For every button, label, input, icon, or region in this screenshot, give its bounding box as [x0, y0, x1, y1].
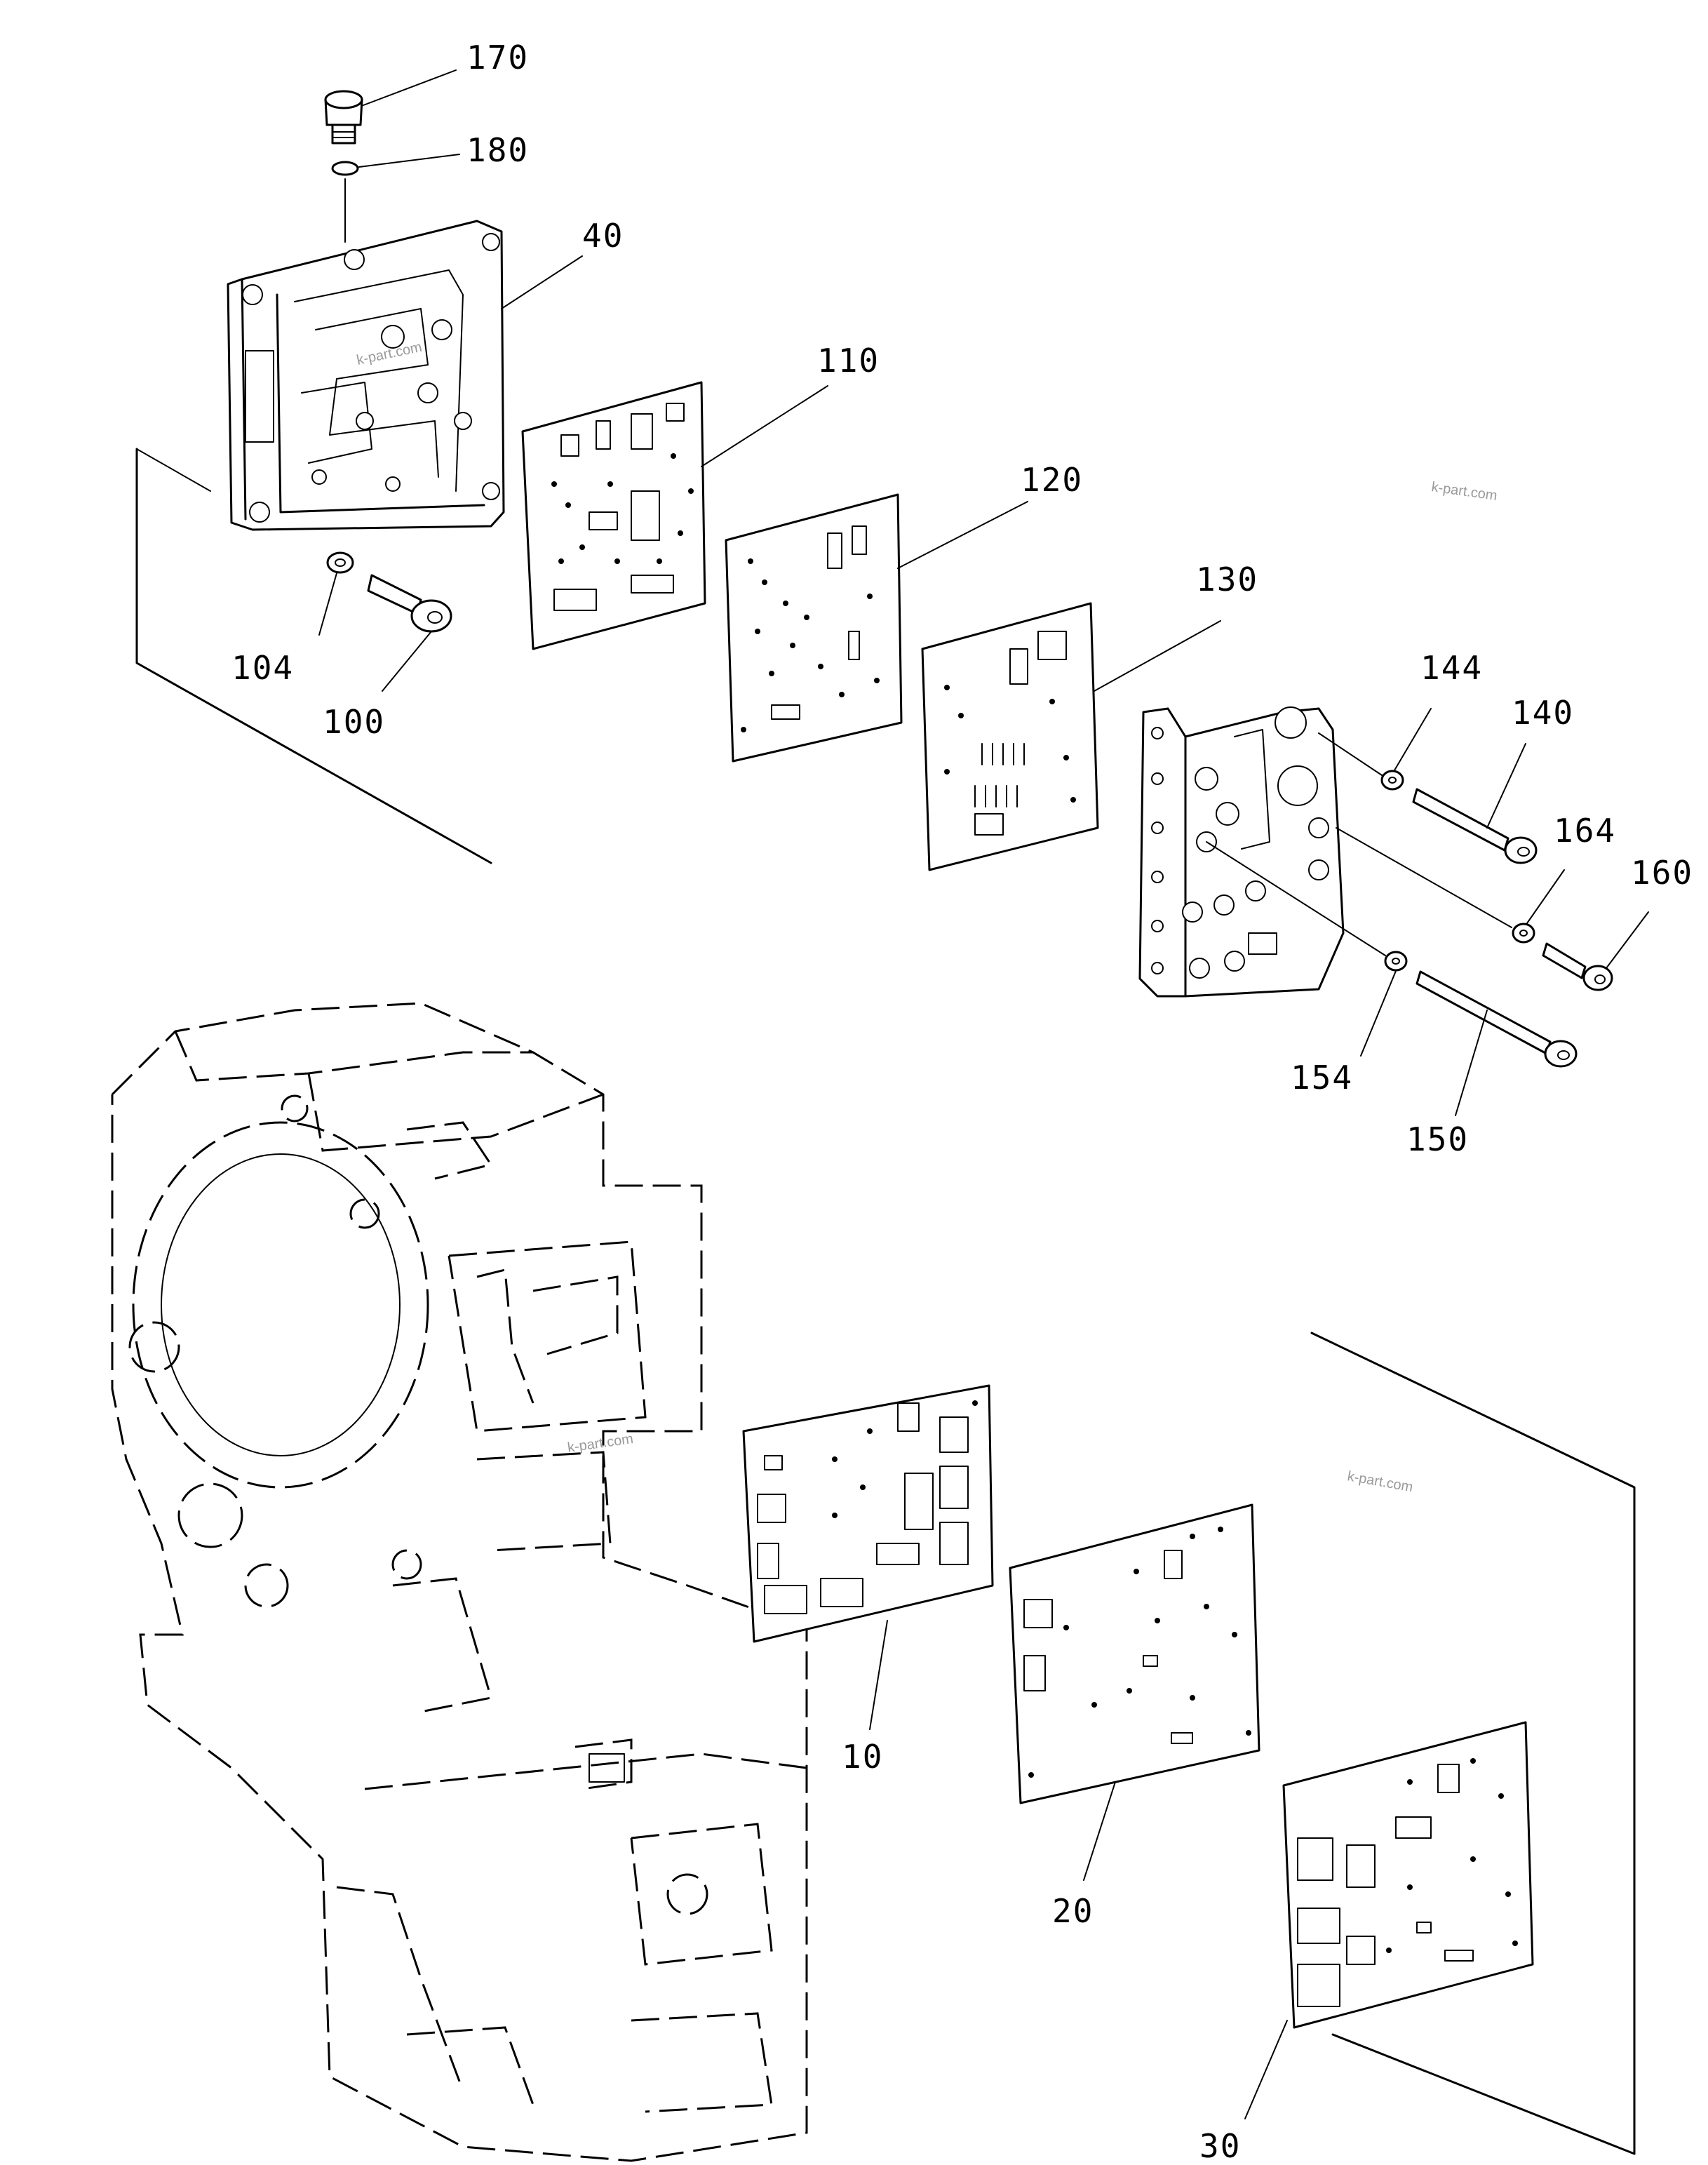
label-40: 40	[582, 217, 624, 255]
label-164: 164	[1554, 812, 1616, 850]
label-160: 160	[1631, 854, 1693, 892]
label-154: 154	[1291, 1059, 1353, 1097]
gasket-part-10	[742, 1384, 994, 1643]
label-120: 120	[1021, 461, 1083, 499]
separator-plate-part-130	[921, 602, 1099, 871]
washer-part-104	[326, 551, 354, 574]
label-110: 110	[817, 342, 880, 380]
separator-plate-part-110	[521, 381, 706, 650]
label-180: 180	[466, 131, 529, 169]
label-140: 140	[1512, 694, 1574, 732]
leader-lines	[318, 69, 1649, 2119]
upper-valve-body	[227, 220, 505, 531]
bolt-part-100	[367, 574, 452, 633]
o-ring-part-180	[331, 161, 359, 176]
transmission-case	[111, 1002, 808, 2162]
label-20: 20	[1052, 1892, 1094, 1930]
label-104: 104	[231, 649, 294, 687]
washer-part-144	[1380, 770, 1404, 791]
label-100: 100	[323, 703, 385, 741]
bolt-part-160	[1542, 942, 1613, 991]
separator-plate-part-120	[725, 493, 903, 763]
label-10: 10	[842, 1738, 883, 1776]
gasket-part-20	[1009, 1503, 1260, 1804]
part-number-labels: 170 180 40 110 120 130 104 100 144 140 1…	[231, 39, 1693, 2165]
bolt-part-140	[1412, 788, 1538, 864]
label-170: 170	[466, 39, 529, 76]
label-130: 130	[1196, 561, 1258, 598]
washer-part-164	[1512, 923, 1535, 944]
label-144: 144	[1420, 649, 1483, 687]
gasket-part-30	[1282, 1721, 1534, 2029]
label-30: 30	[1199, 2127, 1241, 2165]
watermark-2: k-part.com	[1430, 479, 1498, 504]
lower-valve-body	[1138, 706, 1345, 998]
plug-bolt-part-170	[324, 90, 363, 145]
watermark-4: k-part.com	[1346, 1468, 1414, 1495]
label-150: 150	[1406, 1120, 1469, 1158]
bolt-part-150	[1416, 970, 1578, 1068]
washer-part-154	[1384, 951, 1408, 972]
